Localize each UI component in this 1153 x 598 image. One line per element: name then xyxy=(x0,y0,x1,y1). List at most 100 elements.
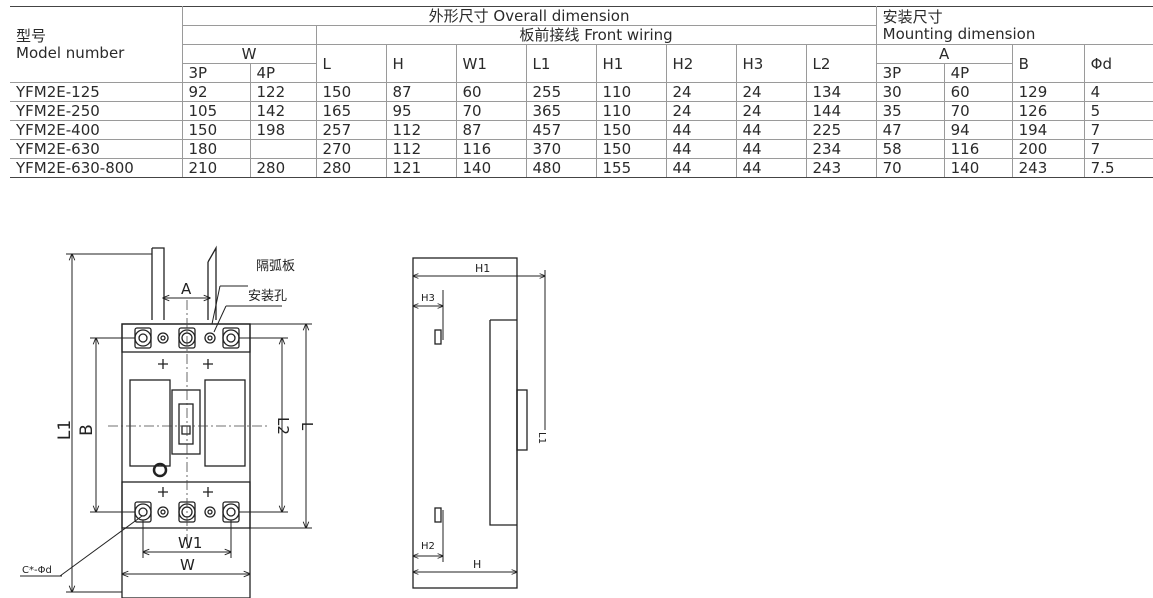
mounting-label-cn: 安装尺寸 xyxy=(882,7,943,26)
table-cell: 142 xyxy=(249,101,317,121)
table-cell: 140 xyxy=(455,158,527,178)
mounting-dimension-header: 安装尺寸 Mounting dimension xyxy=(875,6,1153,45)
table-row: YFM2E-250 105 142 165 95 70 365 110 24 2… xyxy=(10,101,1153,121)
front-wiring-header: 板前接线 Front wiring xyxy=(315,25,877,45)
table-row: YFM2E-630-800 210 280 280 121 140 480 15… xyxy=(10,158,1153,178)
side-view-drawing: H1 H3 H2 H L1 xyxy=(412,257,547,589)
col-B: B xyxy=(1011,44,1085,83)
col-W-3P: 3P xyxy=(182,63,251,83)
table-cell: 144 xyxy=(805,101,877,121)
model-label-en: Model number xyxy=(16,43,125,62)
dim-A-label: A xyxy=(181,280,192,298)
table-cell: 255 xyxy=(525,82,597,102)
table-cell: 270 xyxy=(315,139,387,159)
col-A-3P: 3P xyxy=(875,63,945,83)
col-W-4P: 4P xyxy=(249,63,317,83)
table-cell: 24 xyxy=(665,101,737,121)
table-cell: 44 xyxy=(735,158,807,178)
table-cell: 280 xyxy=(315,158,387,178)
table-cell: 365 xyxy=(525,101,597,121)
table-cell: 30 xyxy=(875,82,945,102)
col-H2: H2 xyxy=(665,44,737,83)
table-cell: 24 xyxy=(735,101,807,121)
table-cell: 94 xyxy=(943,120,1013,140)
table-cell: 210 xyxy=(181,158,251,178)
table-row: YFM2E-630 180 270 112 116 370 150 44 44 … xyxy=(10,139,1153,159)
table-cell: 7.5 xyxy=(1083,158,1153,178)
table-cell: 44 xyxy=(665,120,737,140)
dim-L2-label: L2 xyxy=(274,417,292,435)
table-cell: 47 xyxy=(875,120,945,140)
table-cell: 116 xyxy=(943,139,1013,159)
table-cell: 194 xyxy=(1011,120,1085,140)
table-cell: 70 xyxy=(943,101,1013,121)
col-L: L xyxy=(315,44,387,83)
table-cell: 58 xyxy=(875,139,945,159)
table-cell: 129 xyxy=(1011,82,1085,102)
table-cell: 122 xyxy=(249,82,317,102)
table-cell: YFM2E-250 xyxy=(10,101,183,121)
model-header: 型号 Model number xyxy=(10,6,183,83)
side-L1-label: L1 xyxy=(536,432,547,444)
table-cell: 150 xyxy=(595,139,667,159)
table-cell: 70 xyxy=(875,158,945,178)
table-cell: 121 xyxy=(385,158,457,178)
table-cell: 150 xyxy=(315,82,387,102)
blank-cell xyxy=(182,25,317,45)
dim-B-label: B xyxy=(77,424,97,436)
hole-spec-label: C*-Φd xyxy=(22,565,52,576)
table-cell: YFM2E-125 xyxy=(10,82,183,102)
table-cell: 87 xyxy=(455,120,527,140)
col-W1: W1 xyxy=(455,44,527,83)
dim-H-label: H xyxy=(473,558,481,571)
table-cell: 112 xyxy=(385,139,457,159)
table-cell: 60 xyxy=(455,82,527,102)
table-cell: 44 xyxy=(665,158,737,178)
dim-L1-label: L1 xyxy=(55,420,75,440)
table-cell: YFM2E-400 xyxy=(10,120,183,140)
table-row: YFM2E-400 150 198 257 112 87 457 150 44 … xyxy=(10,120,1153,140)
table-cell: 70 xyxy=(455,101,527,121)
table-cell: 87 xyxy=(385,82,457,102)
table-cell: 243 xyxy=(1011,158,1085,178)
col-A-4P: 4P xyxy=(943,63,1013,83)
col-H3: H3 xyxy=(735,44,807,83)
table-cell: 234 xyxy=(805,139,877,159)
table-cell: 44 xyxy=(735,139,807,159)
table-cell: 257 xyxy=(315,120,387,140)
arc-plate-label: 隔弧板 xyxy=(256,259,295,274)
table-cell: 110 xyxy=(595,101,667,121)
dim-H3-label: H3 xyxy=(421,293,435,304)
dim-W-label: W xyxy=(180,556,195,574)
dim-H2-label: H2 xyxy=(421,541,435,552)
table-cell: 134 xyxy=(805,82,877,102)
model-label-cn: 型号 xyxy=(16,26,47,45)
table-cell: 140 xyxy=(943,158,1013,178)
table-cell: 457 xyxy=(525,120,597,140)
col-W: W xyxy=(182,44,317,64)
col-L1: L1 xyxy=(525,44,597,83)
table-cell xyxy=(249,139,317,159)
table-cell: 180 xyxy=(181,139,251,159)
mounting-label-en: Mounting dimension xyxy=(882,24,1036,43)
spec-table: 型号 Model number 外形尺寸 Overall dimension 安… xyxy=(10,6,1153,178)
overall-dimension-header: 外形尺寸 Overall dimension xyxy=(181,6,877,26)
table-cell: 150 xyxy=(595,120,667,140)
col-A: A xyxy=(875,44,1013,64)
table-cell: 165 xyxy=(315,101,387,121)
col-L2: L2 xyxy=(805,44,877,83)
table-cell: 370 xyxy=(525,139,597,159)
col-d: Φd xyxy=(1083,44,1153,83)
table-cell: 126 xyxy=(1011,101,1085,121)
front-view-drawing: 隔弧板 安装孔 A L1 B L2 L W1 W C*-Φd xyxy=(20,245,316,598)
table-cell: 92 xyxy=(181,82,251,102)
col-H: H xyxy=(385,44,457,83)
dim-L-label: L xyxy=(298,422,316,431)
table-cell: 24 xyxy=(665,82,737,102)
col-H1: H1 xyxy=(595,44,667,83)
table-cell: 280 xyxy=(249,158,317,178)
table-cell: 112 xyxy=(385,120,457,140)
table-cell: 225 xyxy=(805,120,877,140)
table-cell: 60 xyxy=(943,82,1013,102)
table-cell: 105 xyxy=(181,101,251,121)
